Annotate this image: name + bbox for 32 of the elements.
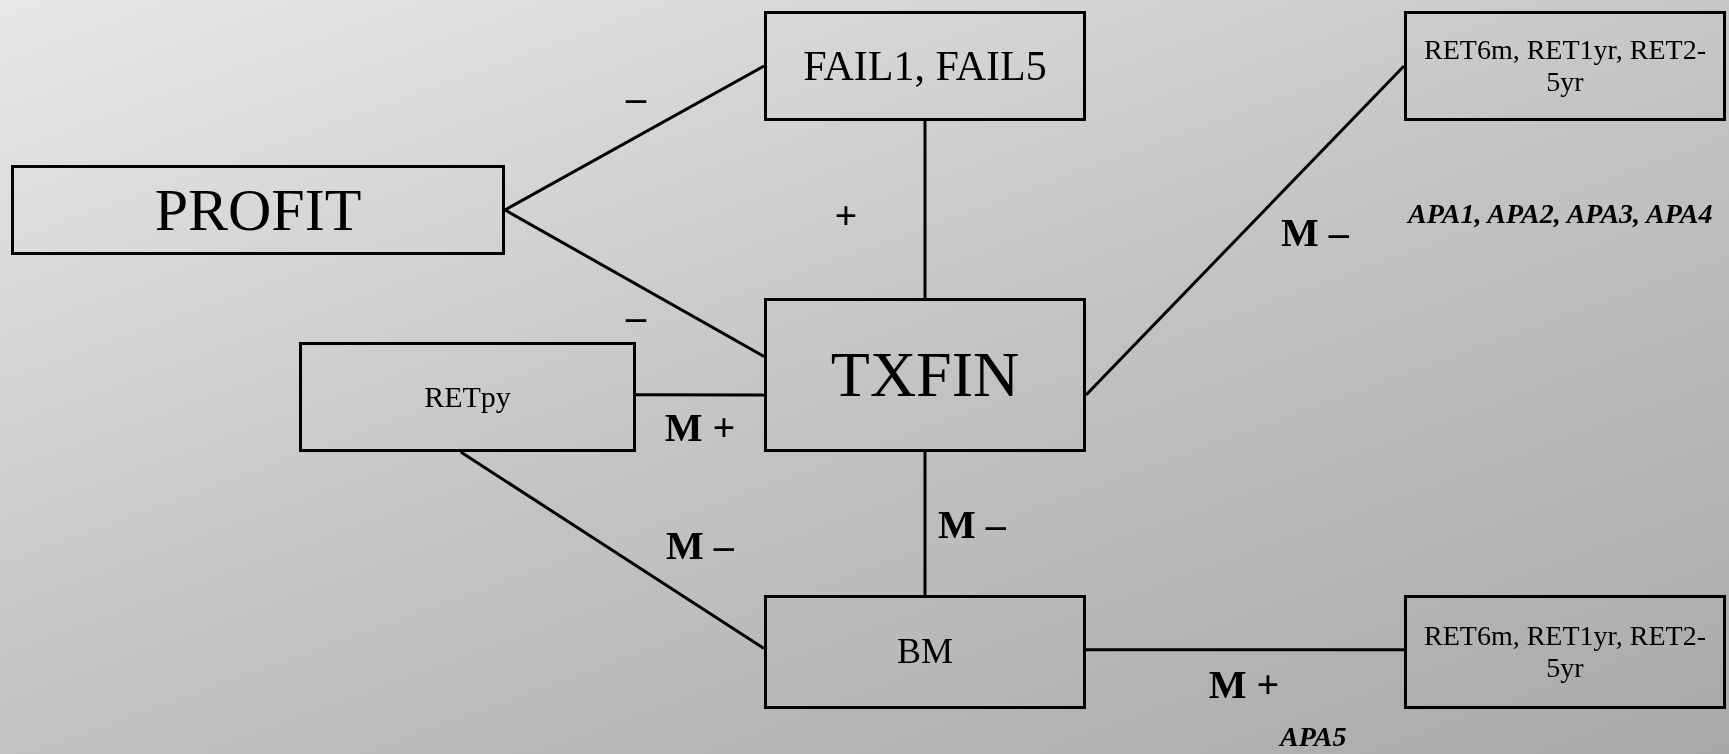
- node-text: RETpy: [423, 379, 512, 415]
- node-text: TXFIN: [829, 338, 1021, 412]
- edge-label: M –: [1281, 208, 1349, 256]
- edge-label: +: [834, 191, 858, 239]
- connector-line: [923, 121, 927, 298]
- connector-line: [923, 452, 927, 595]
- edge-label: M –: [938, 500, 1006, 548]
- process-box: [11, 165, 505, 255]
- connector-line: [1086, 648, 1404, 652]
- connector-line: [504, 208, 765, 358]
- edge-label: M +: [664, 403, 736, 451]
- edge-label: M –: [666, 521, 734, 569]
- connector-line: [459, 450, 765, 650]
- edge-label: –: [626, 292, 646, 340]
- connector-line: [504, 64, 765, 212]
- process-box: [299, 342, 636, 452]
- process-box: [764, 595, 1086, 709]
- edge-label: M +: [1208, 660, 1280, 708]
- node-text: BM: [896, 631, 954, 673]
- node-text: PROFIT: [153, 175, 363, 245]
- connector-line: [1084, 64, 1406, 397]
- edge-label: –: [626, 73, 646, 121]
- note-text: APA5: [1280, 720, 1348, 754]
- node-text: RET6m, RET1yr, RET2-5yr: [1423, 619, 1707, 685]
- note-text: APA1, APA2, APA3, APA4: [1408, 197, 1714, 231]
- connector-line: [636, 393, 764, 397]
- node-text: FAIL1, FAIL5: [802, 41, 1048, 91]
- process-box: [1404, 595, 1726, 709]
- process-box: [764, 298, 1086, 452]
- process-box: [1404, 11, 1726, 121]
- node-text: RET6m, RET1yr, RET2-5yr: [1423, 33, 1707, 99]
- process-box: [764, 11, 1086, 121]
